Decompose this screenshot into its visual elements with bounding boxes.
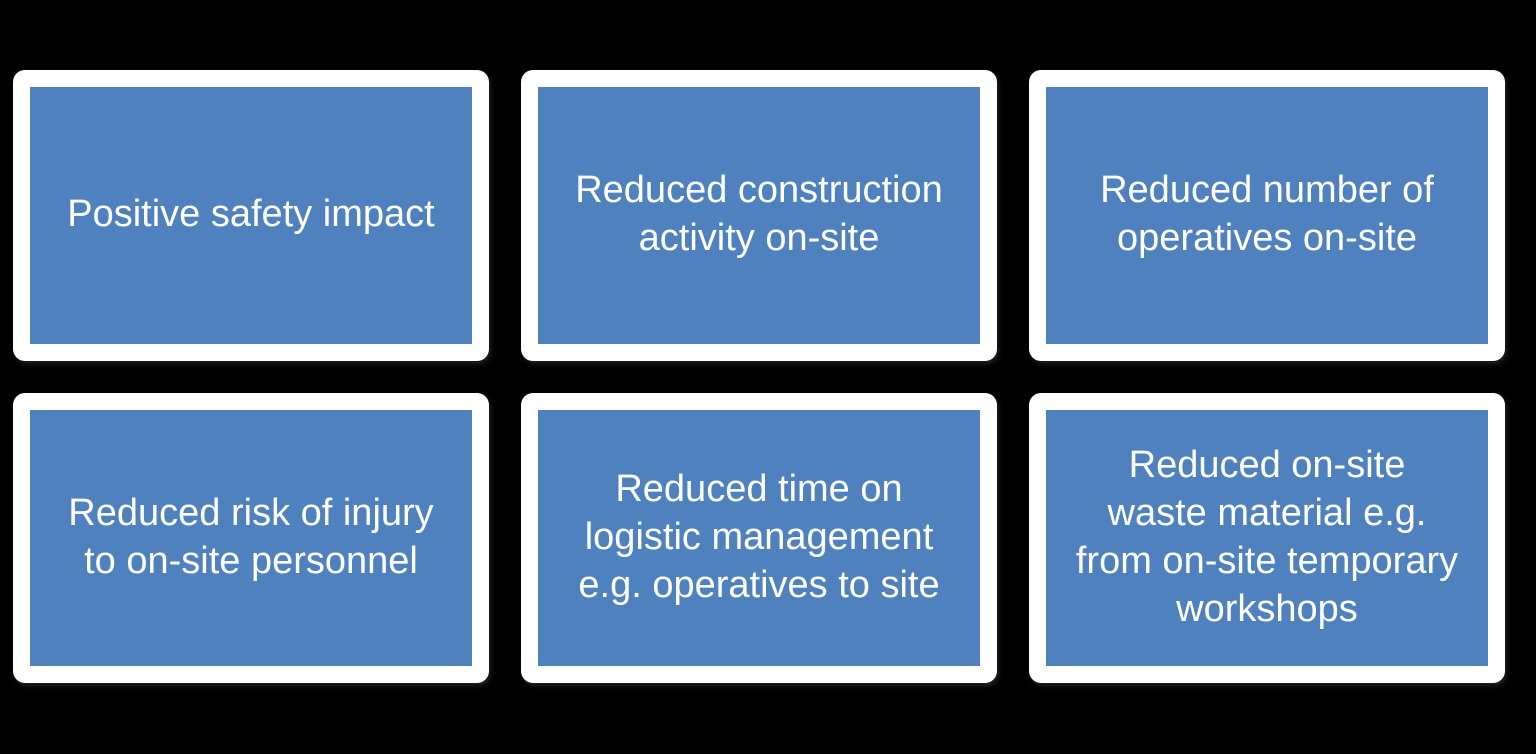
card-reduced-number-operatives: Reduced number of operatives on-site: [1029, 70, 1505, 361]
card-fill: Reduced number of operatives on-site: [1046, 87, 1488, 344]
card-label: Reduced time on logistic management e.g.…: [578, 467, 940, 606]
card-label: Positive safety impact: [67, 193, 435, 236]
benefits-grid: Positive safety impact Reduced construct…: [13, 70, 1505, 683]
card-label: Reduced construction activity on-site: [575, 169, 943, 260]
card-reduced-time-logistics: Reduced time on logistic management e.g.…: [521, 392, 997, 683]
card-fill: Reduced risk of injury to on-site person…: [30, 409, 472, 666]
card-label: Reduced on-site waste material e.g. from…: [1075, 444, 1459, 630]
card-fill: Reduced on-site waste material e.g. from…: [1046, 409, 1488, 666]
card-positive-safety-impact: Positive safety impact: [13, 70, 489, 361]
card-fill: Positive safety impact: [30, 87, 472, 344]
card-fill: Reduced time on logistic management e.g.…: [538, 409, 980, 666]
card-reduced-waste-material: Reduced on-site waste material e.g. from…: [1029, 392, 1505, 683]
card-label: Reduced number of operatives on-site: [1100, 169, 1434, 260]
card-fill: Reduced construction activity on-site: [538, 87, 980, 344]
card-label: Reduced risk of injury to on-site person…: [68, 491, 434, 582]
card-reduced-risk-injury: Reduced risk of injury to on-site person…: [13, 392, 489, 683]
card-reduced-construction-activity: Reduced construction activity on-site: [521, 70, 997, 361]
